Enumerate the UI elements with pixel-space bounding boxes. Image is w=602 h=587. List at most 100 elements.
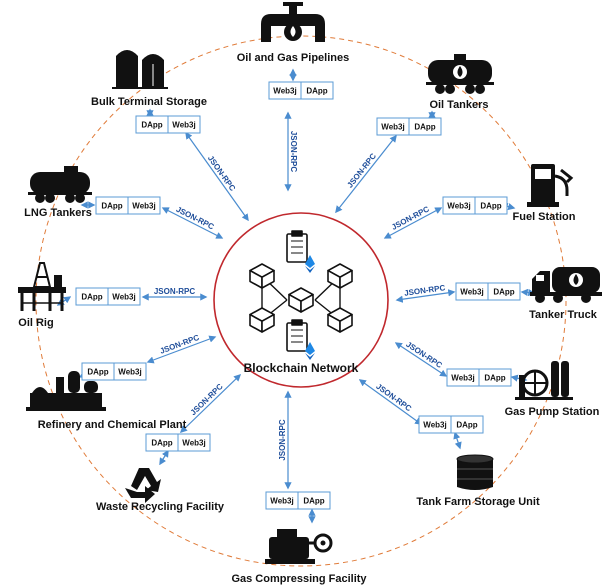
json-rpc-label: JSON-RPC xyxy=(175,205,216,232)
block-cube xyxy=(327,307,353,333)
dapp-label: DApp xyxy=(151,439,172,448)
dapp-box xyxy=(300,81,334,100)
dapp-label: DApp xyxy=(101,202,122,211)
node-refinery: Refinery and Chemical Plant DApp Web3j xyxy=(26,362,187,431)
node-label: Tank Farm Storage Unit xyxy=(416,496,540,508)
json-rpc-link xyxy=(395,289,456,303)
json-rpc-link xyxy=(383,207,443,239)
node-label: Gas Pump Station xyxy=(505,406,600,418)
node-fuel-station: Fuel Station Web3j DApp xyxy=(442,164,576,223)
web3j-label: Web3j xyxy=(172,121,195,130)
web3j-label: Web3j xyxy=(447,202,470,211)
json-rpc-link xyxy=(185,131,249,222)
node-waste-recycling: Waste Recycling Facility DApp Web3j xyxy=(96,433,225,513)
node-label: Refinery and Chemical Plant xyxy=(38,419,187,431)
dapp-label: DApp xyxy=(303,497,324,506)
silo-icon xyxy=(112,50,168,89)
web3j-label: Web3j xyxy=(270,497,293,506)
dapp-label: DApp xyxy=(87,368,108,377)
block-cube xyxy=(288,287,314,313)
node-stub-link xyxy=(56,296,72,306)
node-label: LNG Tankers xyxy=(24,207,92,219)
web3j-label: Web3j xyxy=(112,293,135,302)
json-rpc-label: JSON-RPC xyxy=(154,287,196,296)
json-rpc-label: JSON-RPC xyxy=(390,204,431,232)
json-rpc-link xyxy=(161,207,224,239)
json-rpc-link xyxy=(179,373,242,434)
web3j-label: Web3j xyxy=(118,368,141,377)
dapp-label: DApp xyxy=(306,87,327,96)
tanker-truck-icon xyxy=(530,267,602,303)
web3j-box xyxy=(113,362,147,381)
dapp-web3j-box: Web3j DApp xyxy=(442,196,508,215)
dapp-web3j-box: Web3j DApp xyxy=(268,81,334,100)
dapp-web3j-box: Web3j DApp xyxy=(418,415,484,434)
node-label: Tanker Truck xyxy=(529,309,598,321)
dapp-label: DApp xyxy=(456,421,477,430)
web3j-label: Web3j xyxy=(451,374,474,383)
json-rpc-link xyxy=(146,335,217,364)
web3j-label: Web3j xyxy=(381,123,404,132)
web3j-box xyxy=(177,433,211,452)
node-label: Fuel Station xyxy=(513,211,576,223)
json-rpc-label: JSON-RPC xyxy=(345,151,378,189)
dapp-box xyxy=(478,368,512,387)
web3j-label: Web3j xyxy=(273,87,296,96)
node-stub-link xyxy=(453,431,462,450)
dapp-web3j-box: DApp Web3j xyxy=(81,362,147,381)
storage-tank-icon xyxy=(456,454,494,490)
dapp-label: DApp xyxy=(81,293,102,302)
node-label: Oil Tankers xyxy=(429,99,488,111)
json-rpc-label: JSON-RPC xyxy=(189,382,225,417)
json-rpc-label: JSON-RPC xyxy=(289,131,298,173)
dapp-box xyxy=(474,196,508,215)
dapp-web3j-box: DApp Web3j xyxy=(145,433,211,452)
clipboard-icon-bottom xyxy=(286,319,308,352)
json-rpc-label: JSON-RPC xyxy=(404,340,444,370)
json-rpc-link xyxy=(335,134,397,214)
dapp-web3j-box: DApp Web3j xyxy=(135,115,201,134)
dapp-label: DApp xyxy=(141,121,162,130)
tanker-car-icon xyxy=(426,54,494,94)
web3j-label: Web3j xyxy=(182,439,205,448)
node-label: Bulk Terminal Storage xyxy=(91,96,207,108)
dapp-web3j-box: Web3j DApp xyxy=(265,491,331,510)
compressor-icon xyxy=(265,529,333,564)
gas-pump-station-icon xyxy=(515,361,573,400)
dapp-box xyxy=(297,491,331,510)
pipeline-icon xyxy=(261,2,325,42)
refinery-icon xyxy=(26,371,106,411)
node-tank-farm: Tank Farm Storage Unit Web3j DApp xyxy=(416,415,540,508)
node-label: Oil and Gas Pipelines xyxy=(237,52,349,64)
node-stub-link xyxy=(159,449,169,466)
node-label: Oil Rig xyxy=(18,317,53,329)
dapp-box xyxy=(487,282,521,301)
fuel-pump-icon xyxy=(527,164,574,207)
json-rpc-link xyxy=(358,379,423,425)
node-label: Gas Compressing Facility xyxy=(231,573,367,585)
json-rpc-label: JSON-RPC xyxy=(374,382,413,414)
node-gas-compressing: Gas Compressing Facility Web3j DApp xyxy=(231,491,367,585)
json-rpc-label: JSON-RPC xyxy=(206,154,237,193)
oil-rig-icon xyxy=(18,262,66,311)
web3j-box xyxy=(167,115,201,134)
dapp-box xyxy=(450,415,484,434)
json-rpc-label: JSON-RPC xyxy=(278,419,287,461)
dapp-label: DApp xyxy=(480,202,501,211)
web3j-box xyxy=(107,287,141,306)
ether-icon-top xyxy=(305,255,315,273)
node-label: Waste Recycling Facility xyxy=(96,501,225,513)
web3j-label: Web3j xyxy=(460,288,483,297)
web3j-label: Web3j xyxy=(423,421,446,430)
